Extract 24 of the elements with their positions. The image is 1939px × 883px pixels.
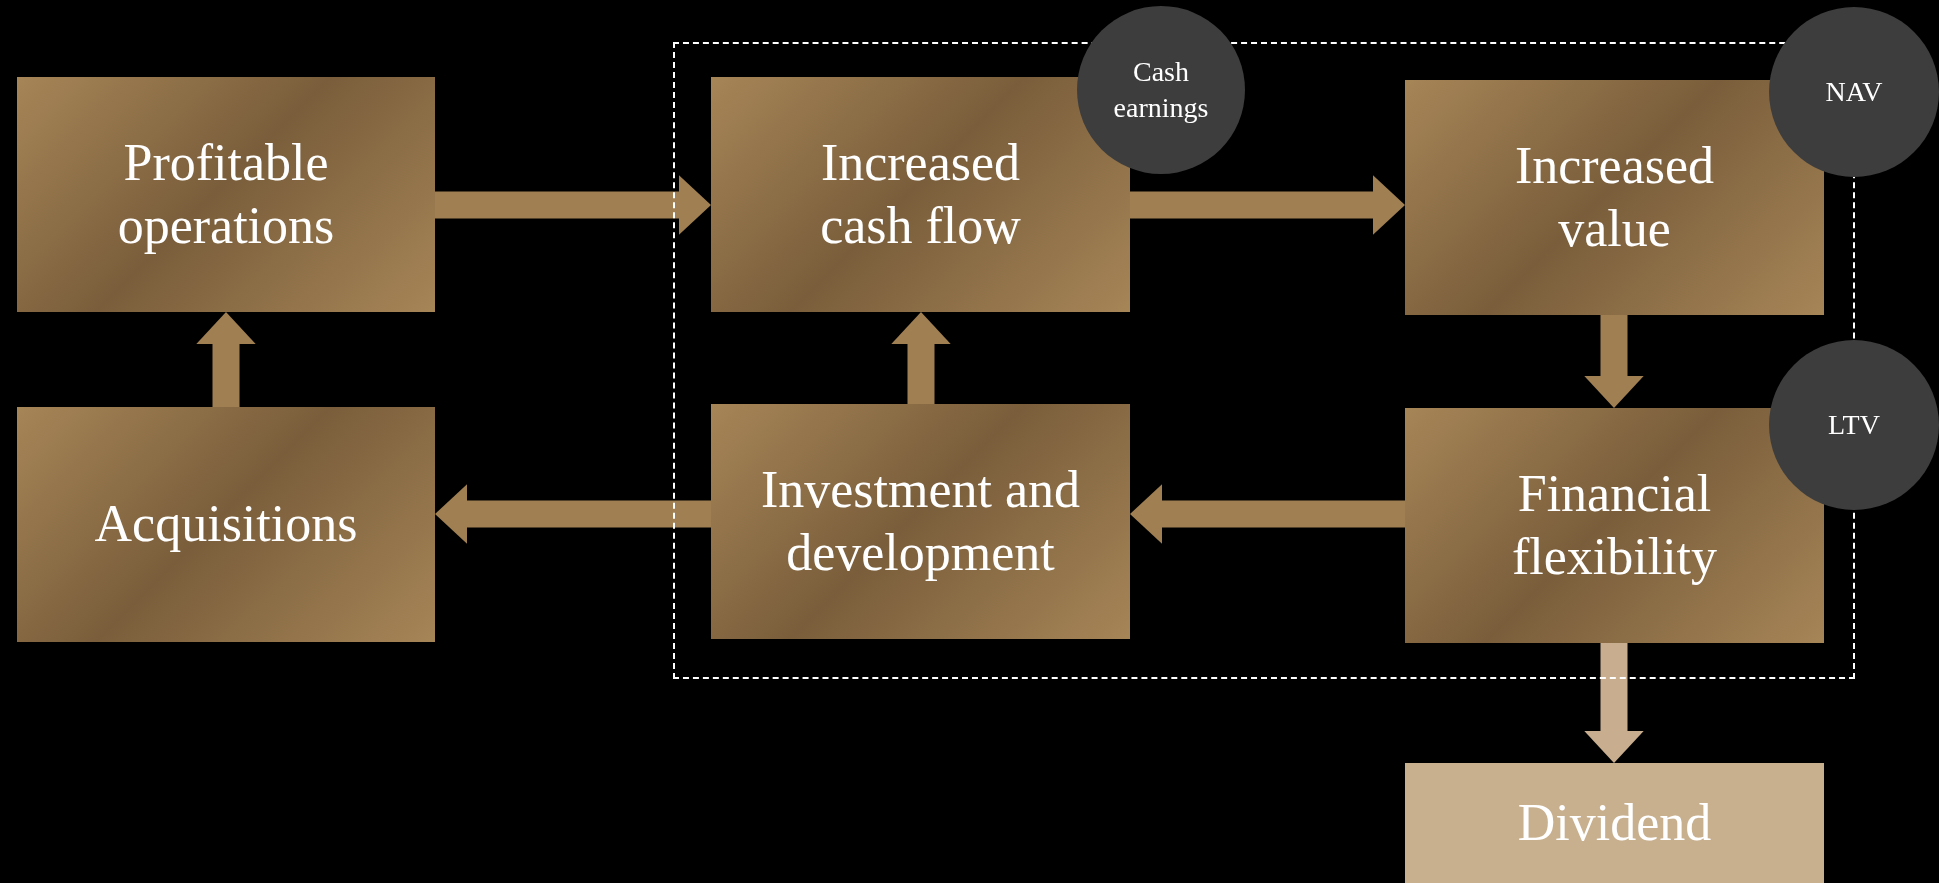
block-arrow: [196, 312, 256, 407]
block-arrow: [891, 312, 951, 404]
process-box: [17, 407, 435, 642]
block-arrow: [435, 175, 711, 235]
metric-label: Cash earnings: [1112, 54, 1210, 125]
result-box: [1405, 763, 1824, 883]
block-arrow: [1584, 315, 1644, 408]
box-label: Financial flexibility: [1510, 464, 1719, 587]
process-box: [711, 404, 1130, 639]
box-label: Increased cash flow: [819, 133, 1022, 256]
block-arrow: [1130, 175, 1405, 235]
box-label: Dividend: [1516, 792, 1713, 853]
process-box: [1405, 80, 1824, 315]
box-label: Investment and development: [759, 460, 1082, 583]
metric-label: LTV: [1827, 407, 1881, 442]
process-box: [17, 77, 435, 312]
metric-label: NAV: [1824, 74, 1884, 109]
box-label: Increased value: [1513, 136, 1716, 259]
box-label: Acquisitions: [93, 494, 359, 555]
block-arrow: [1130, 484, 1405, 544]
block-arrow: [435, 484, 711, 544]
process-box: [1405, 408, 1824, 643]
block-arrow: [1584, 643, 1644, 763]
box-label: Profitable operations: [116, 133, 336, 256]
